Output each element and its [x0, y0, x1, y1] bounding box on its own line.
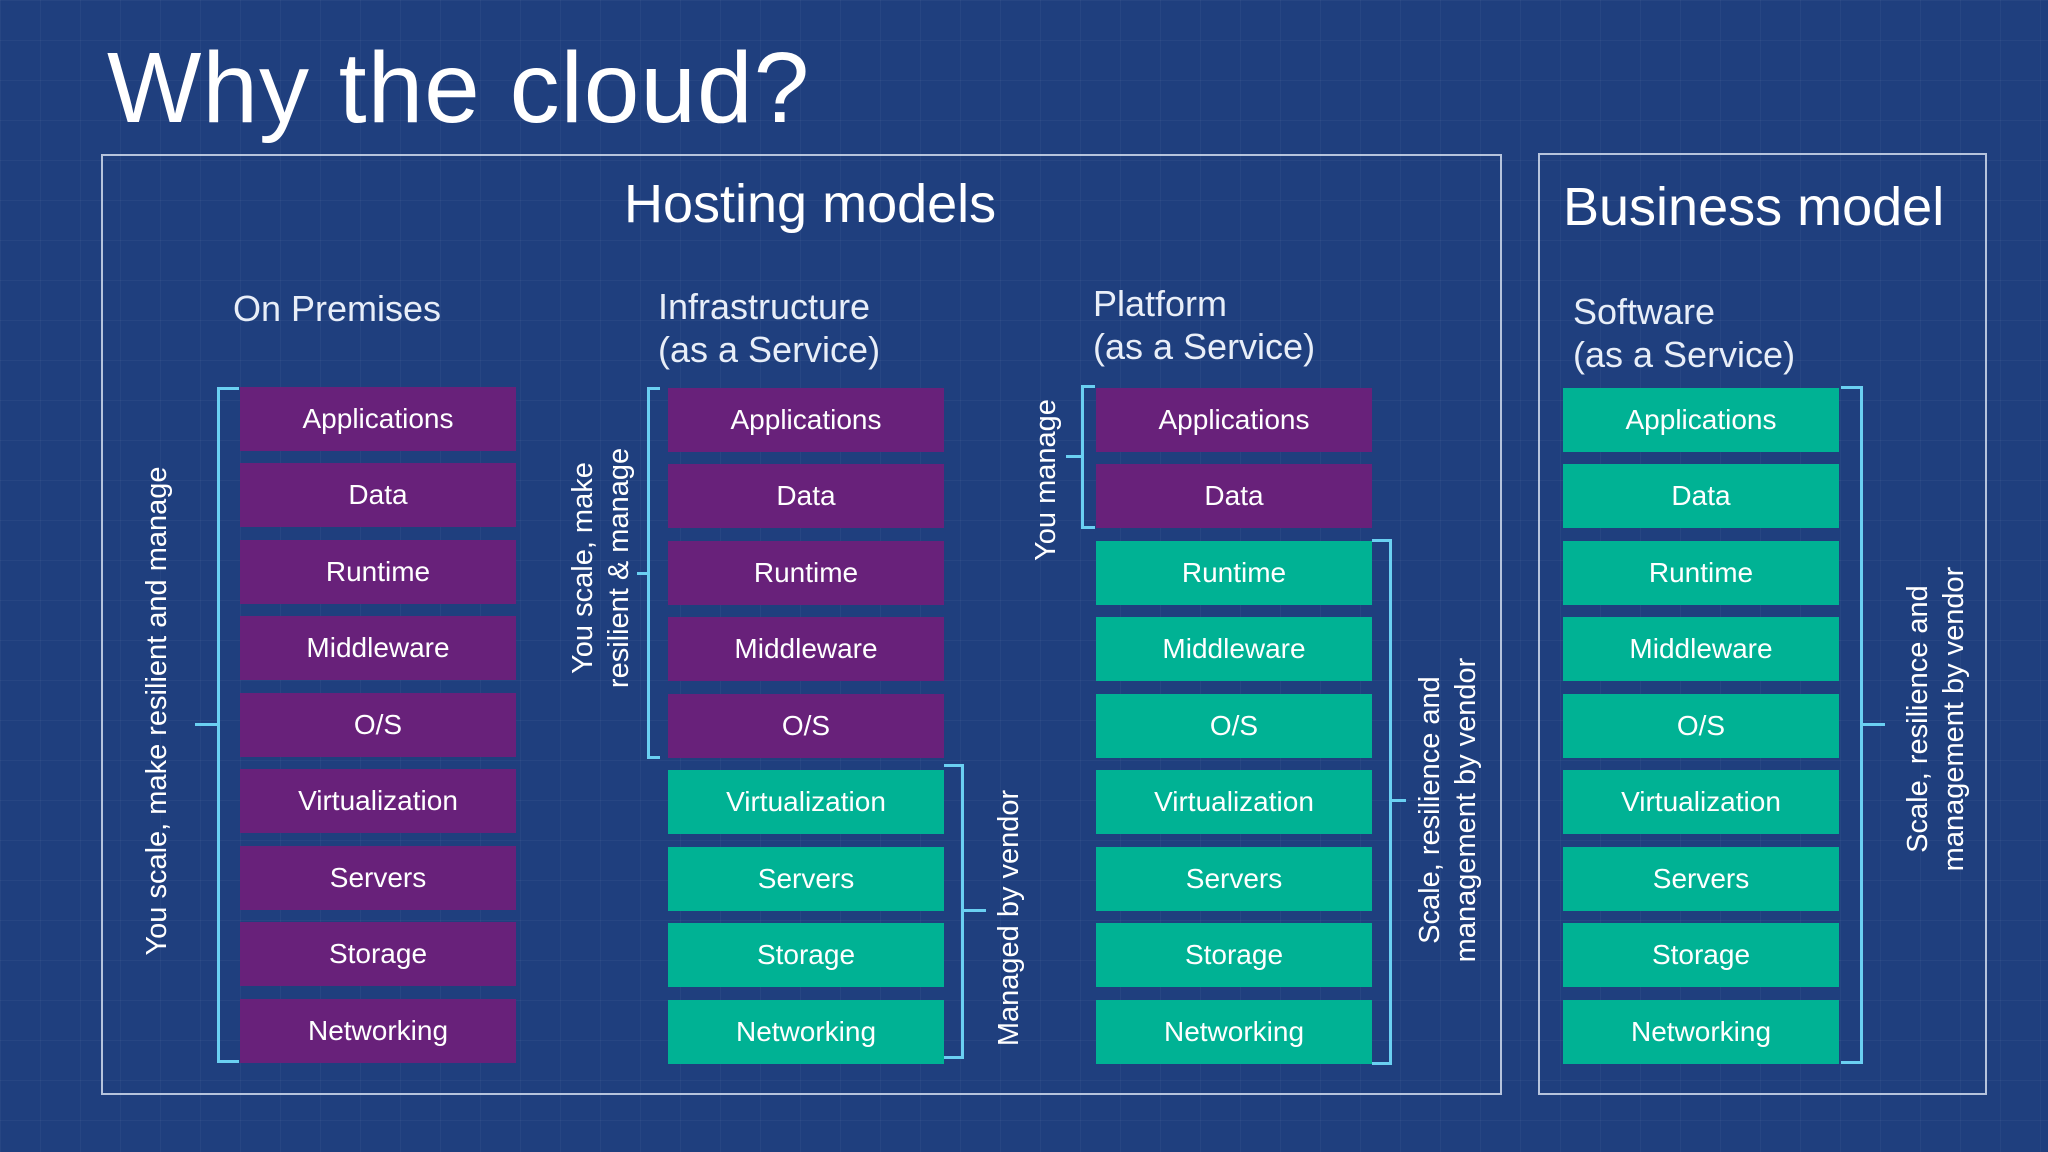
iaas-you-label-line1: You scale, make — [567, 462, 599, 674]
layer-middleware: Middleware — [1563, 617, 1839, 681]
saas-bracket — [1841, 386, 1863, 1064]
layer-networking: Networking — [668, 1000, 944, 1064]
paas-you-label: You manage — [1030, 399, 1062, 561]
layer-os: O/S — [240, 693, 516, 757]
layer-virtualization: Virtualization — [1096, 770, 1372, 834]
on-premises-bracket-tick — [195, 723, 217, 726]
layer-applications: Applications — [668, 388, 944, 452]
layer-runtime: Runtime — [668, 541, 944, 605]
saas-heading-line1: Software — [1573, 291, 1716, 332]
layer-servers: Servers — [1096, 847, 1372, 911]
layer-applications: Applications — [1096, 388, 1372, 452]
layer-os: O/S — [1563, 694, 1839, 758]
layer-networking: Networking — [1563, 1000, 1839, 1064]
paas-you-bracket — [1081, 385, 1095, 529]
on-premises-heading: On Premises — [233, 288, 442, 329]
layer-virtualization: Virtualization — [1563, 770, 1839, 834]
layer-data: Data — [668, 464, 944, 528]
paas-heading-line2: (as a Service) — [1093, 326, 1316, 367]
iaas-heading-line1: Infrastructure — [658, 286, 871, 327]
iaas-you-label: You scale, make resilient & manage — [565, 448, 637, 688]
layer-runtime: Runtime — [240, 540, 516, 604]
layer-networking: Networking — [240, 999, 516, 1063]
iaas-you-bracket-tick — [637, 572, 649, 575]
layer-middleware: Middleware — [668, 617, 944, 681]
paas-vendor-bracket — [1372, 539, 1392, 1065]
paas-vendor-label-line1: Scale, resilience and — [1414, 676, 1446, 944]
iaas-you-label-line2: resilient & manage — [603, 447, 635, 689]
layer-virtualization: Virtualization — [668, 770, 944, 834]
saas-heading: Software (as a Service) — [1573, 290, 1795, 376]
layer-applications: Applications — [1563, 388, 1839, 452]
layer-os: O/S — [1096, 694, 1372, 758]
layer-middleware: Middleware — [240, 616, 516, 680]
layer-data: Data — [1096, 464, 1372, 528]
layer-middleware: Middleware — [1096, 617, 1372, 681]
paas-vendor-label: Scale, resilience and management by vend… — [1412, 658, 1484, 963]
layer-storage: Storage — [668, 923, 944, 987]
layer-data: Data — [240, 463, 516, 527]
hosting-models-panel — [101, 154, 1502, 1095]
saas-heading-line2: (as a Service) — [1573, 334, 1796, 375]
layer-runtime: Runtime — [1563, 541, 1839, 605]
layer-networking: Networking — [1096, 1000, 1372, 1064]
layer-servers: Servers — [1563, 847, 1839, 911]
iaas-vendor-bracket-tick — [962, 909, 986, 912]
layer-servers: Servers — [668, 847, 944, 911]
layer-storage: Storage — [240, 922, 516, 986]
business-model-panel — [1538, 153, 1987, 1095]
iaas-heading-line2: (as a Service) — [658, 329, 881, 370]
paas-heading-line1: Platform — [1093, 283, 1228, 324]
layer-storage: Storage — [1096, 923, 1372, 987]
paas-heading: Platform (as a Service) — [1093, 282, 1315, 368]
layer-applications: Applications — [240, 387, 516, 451]
on-premises-bracket — [217, 387, 239, 1063]
saas-label-line2: management by vendor — [1938, 566, 1970, 872]
iaas-vendor-bracket — [944, 764, 964, 1059]
business-model-title: Business model — [1563, 177, 1945, 237]
saas-label: Scale, resilience and management by vend… — [1900, 567, 1972, 872]
layer-virtualization: Virtualization — [240, 769, 516, 833]
hosting-models-title: Hosting models — [624, 174, 997, 234]
layer-servers: Servers — [240, 846, 516, 910]
layer-runtime: Runtime — [1096, 541, 1372, 605]
paas-vendor-label-line2: management by vendor — [1450, 657, 1482, 963]
on-premises-label: You scale, make resilient and manage — [141, 466, 173, 956]
slide-title: Why the cloud? — [107, 32, 811, 144]
iaas-heading: Infrastructure (as a Service) — [658, 285, 880, 371]
saas-label-line1: Scale, resilience and — [1902, 585, 1934, 853]
layer-os: O/S — [668, 694, 944, 758]
paas-you-bracket-tick — [1066, 455, 1083, 458]
paas-vendor-bracket-tick — [1390, 799, 1406, 802]
saas-bracket-tick — [1861, 723, 1885, 726]
iaas-vendor-label: Managed by vendor — [993, 789, 1025, 1047]
layer-storage: Storage — [1563, 923, 1839, 987]
layer-data: Data — [1563, 464, 1839, 528]
